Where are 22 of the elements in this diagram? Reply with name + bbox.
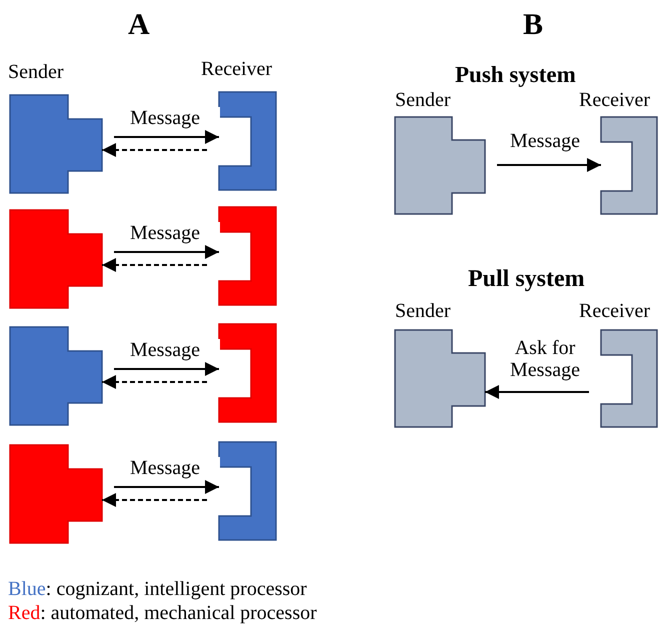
arrow	[114, 245, 219, 259]
node-label: Receiver	[579, 300, 650, 322]
dashed-arrow	[102, 493, 207, 507]
arrow	[497, 158, 601, 172]
panel-letter: A	[128, 8, 150, 42]
legend-text: Blue: cognizant, intelligent processor	[8, 578, 307, 600]
dashed-arrow	[102, 143, 207, 157]
arrow	[114, 362, 219, 376]
dashed-arrow	[102, 258, 207, 272]
dashed-arrow	[102, 375, 207, 389]
arrow	[114, 480, 219, 494]
node-label: Receiver	[201, 58, 272, 80]
node-label: Receiver	[579, 89, 650, 111]
section-title: Push system	[455, 62, 576, 88]
node-label: Sender	[395, 300, 451, 322]
section-title: Pull system	[468, 266, 585, 293]
arrow	[485, 385, 589, 399]
node-label: Sender	[395, 89, 451, 111]
panel-letter: B	[523, 8, 544, 42]
legend-text: Red: automated, mechanical processor	[8, 602, 317, 624]
node-label: Sender	[8, 61, 64, 83]
arrow	[114, 130, 219, 144]
